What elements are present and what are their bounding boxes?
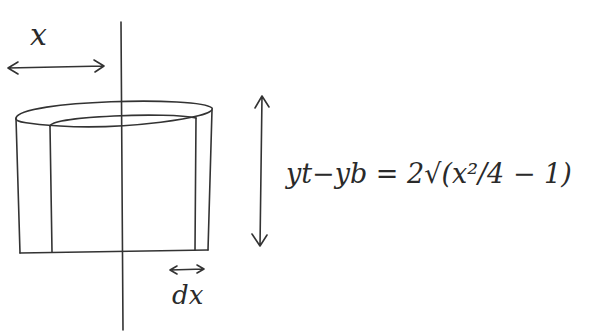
outer-top-ellipse	[16, 101, 212, 127]
height-formula: yt−yb = 2√(x²/4 − 1)	[286, 160, 572, 187]
axis-line	[121, 22, 123, 330]
dimension-label: x	[30, 20, 47, 50]
x-dimension-arrow	[8, 60, 104, 74]
outer-wall	[16, 110, 212, 253]
height-dimension-arrow	[252, 96, 269, 246]
dx-dimension-arrow	[170, 265, 204, 274]
outer-bottom	[20, 250, 208, 253]
inner-wall	[50, 118, 196, 252]
inner-top-ellipse	[50, 115, 196, 126]
dimension-label: dx	[172, 282, 203, 308]
